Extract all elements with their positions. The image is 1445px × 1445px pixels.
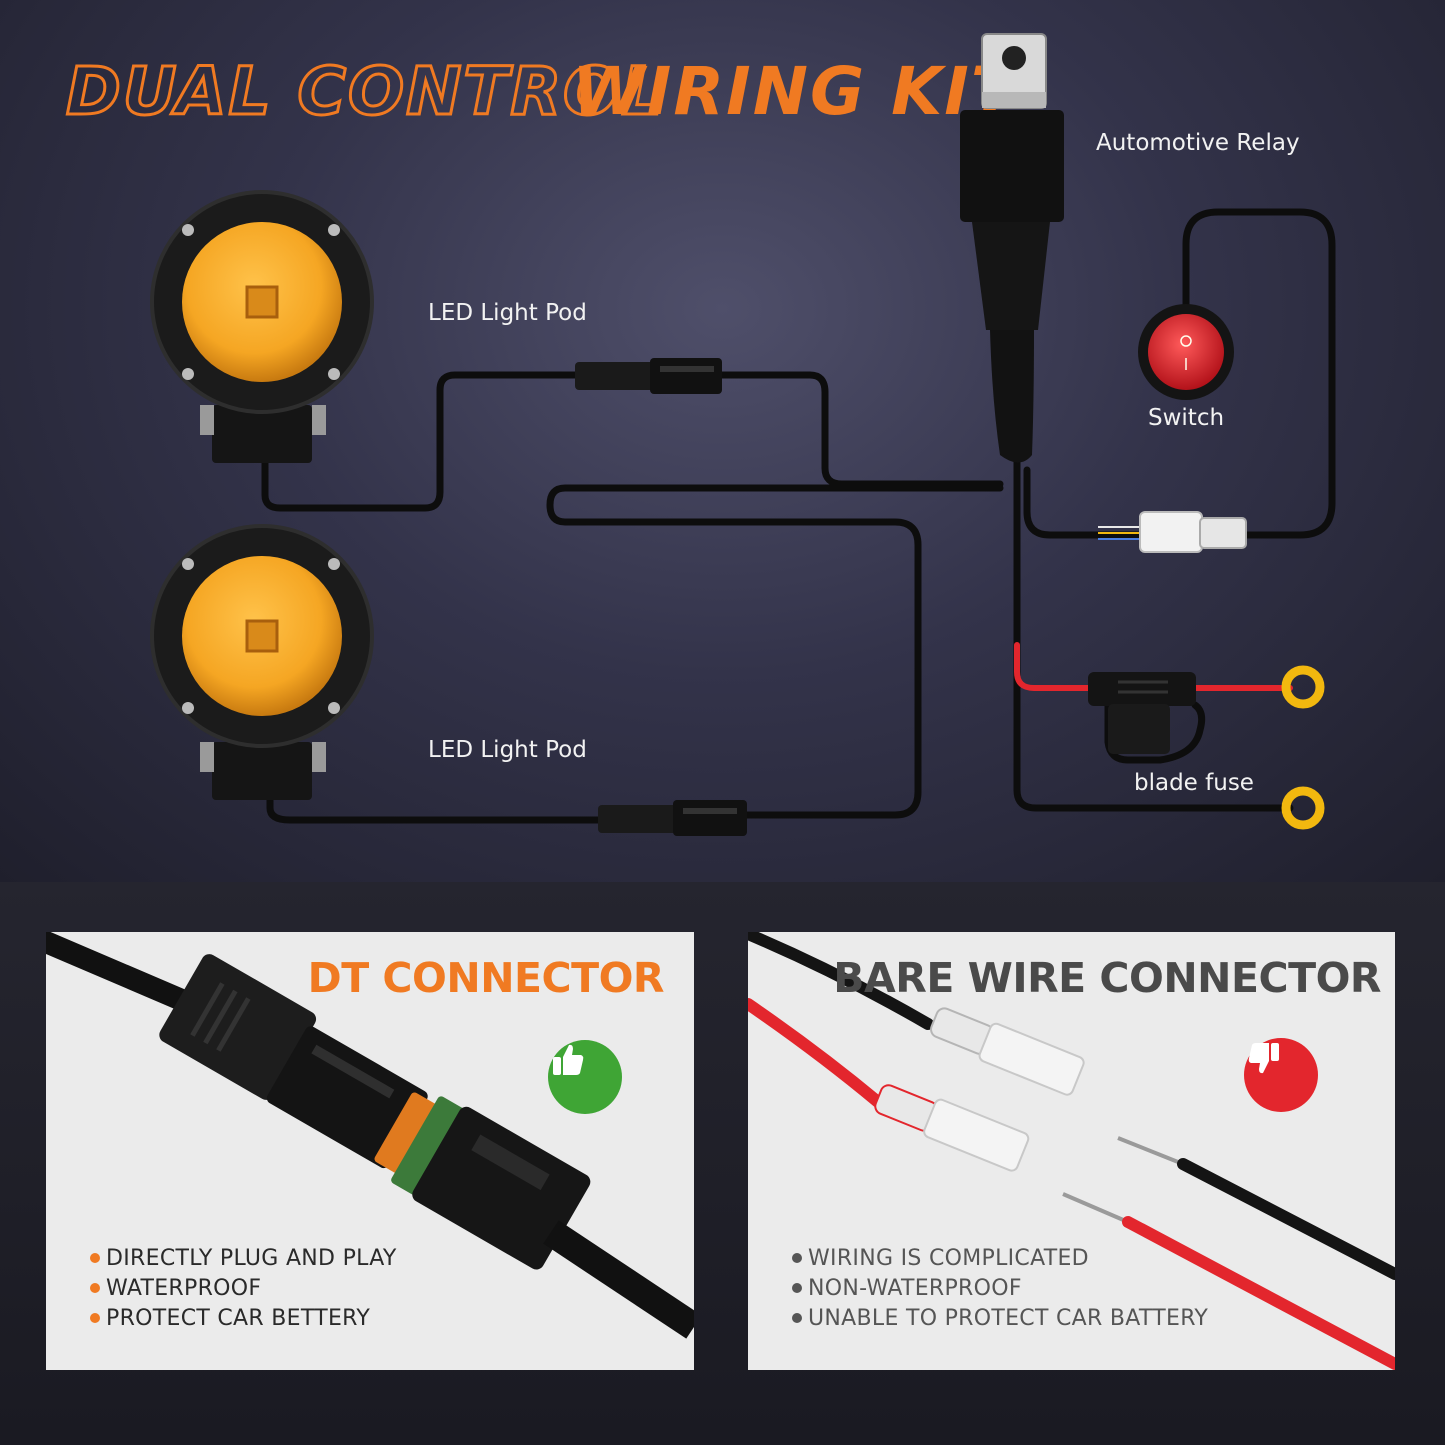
pod-bottom-label: LED Light Pod [428,737,587,763]
feature-item: UNABLE TO PROTECT CAR BATTERY [792,1304,1208,1334]
dt-connector-panel: DT CONNECTOR DIRECTLY PLUG AND PLAY WATE… [46,932,694,1370]
dt-connector-bottom [598,800,747,836]
led-pod-top [150,190,374,463]
bare-wire-feature-list: WIRING IS COMPLICATED NON-WATERPROOF UNA… [792,1244,1208,1334]
fuse-label: blade fuse [1134,770,1254,796]
title-filled-text: WIRING KIT [572,53,1021,130]
dt-connector-illustration [46,932,694,1339]
led-pod-bottom [150,524,374,800]
relay-label: Automotive Relay [1096,130,1300,156]
automotive-relay [960,33,1064,463]
thumbs-down-icon [1244,1038,1318,1112]
ring-terminal-negative [1281,786,1325,830]
dt-feature-list: DIRECTLY PLUG AND PLAY WATERPROOF PROTEC… [90,1244,397,1334]
feature-item: DIRECTLY PLUG AND PLAY [90,1244,397,1274]
dt-connector-title: DT CONNECTOR [307,954,665,1002]
rocker-switch [1138,304,1234,400]
pod-top-label: LED Light Pod [428,300,587,326]
dt-connector-top [575,358,722,394]
thumbs-up-icon [548,1040,622,1114]
feature-item: PROTECT CAR BETTERY [90,1304,397,1334]
bare-wire-illustration [748,932,1395,1370]
switch-plug-connector [1098,511,1247,553]
feature-item: NON-WATERPROOF [792,1274,1208,1304]
switch-label: Switch [1148,405,1224,431]
blade-fuse-holder [1088,672,1196,754]
red-power-wire [1014,642,1093,691]
bare-wire-title: BARE WIRE CONNECTOR [833,954,1381,1002]
ring-terminal-positive [1281,665,1325,709]
title-outline-text: DUAL CONTROL [66,53,665,130]
feature-item: WATERPROOF [90,1274,397,1304]
wire-harness [261,208,1336,824]
bare-wire-panel: BARE WIRE CONNECTOR WIRING IS COMPLICATE… [748,932,1395,1370]
feature-item: WIRING IS COMPLICATED [792,1244,1208,1274]
wiring-diagram: DUAL CONTROL WIRING KIT Automotive Relay [65,33,1336,836]
